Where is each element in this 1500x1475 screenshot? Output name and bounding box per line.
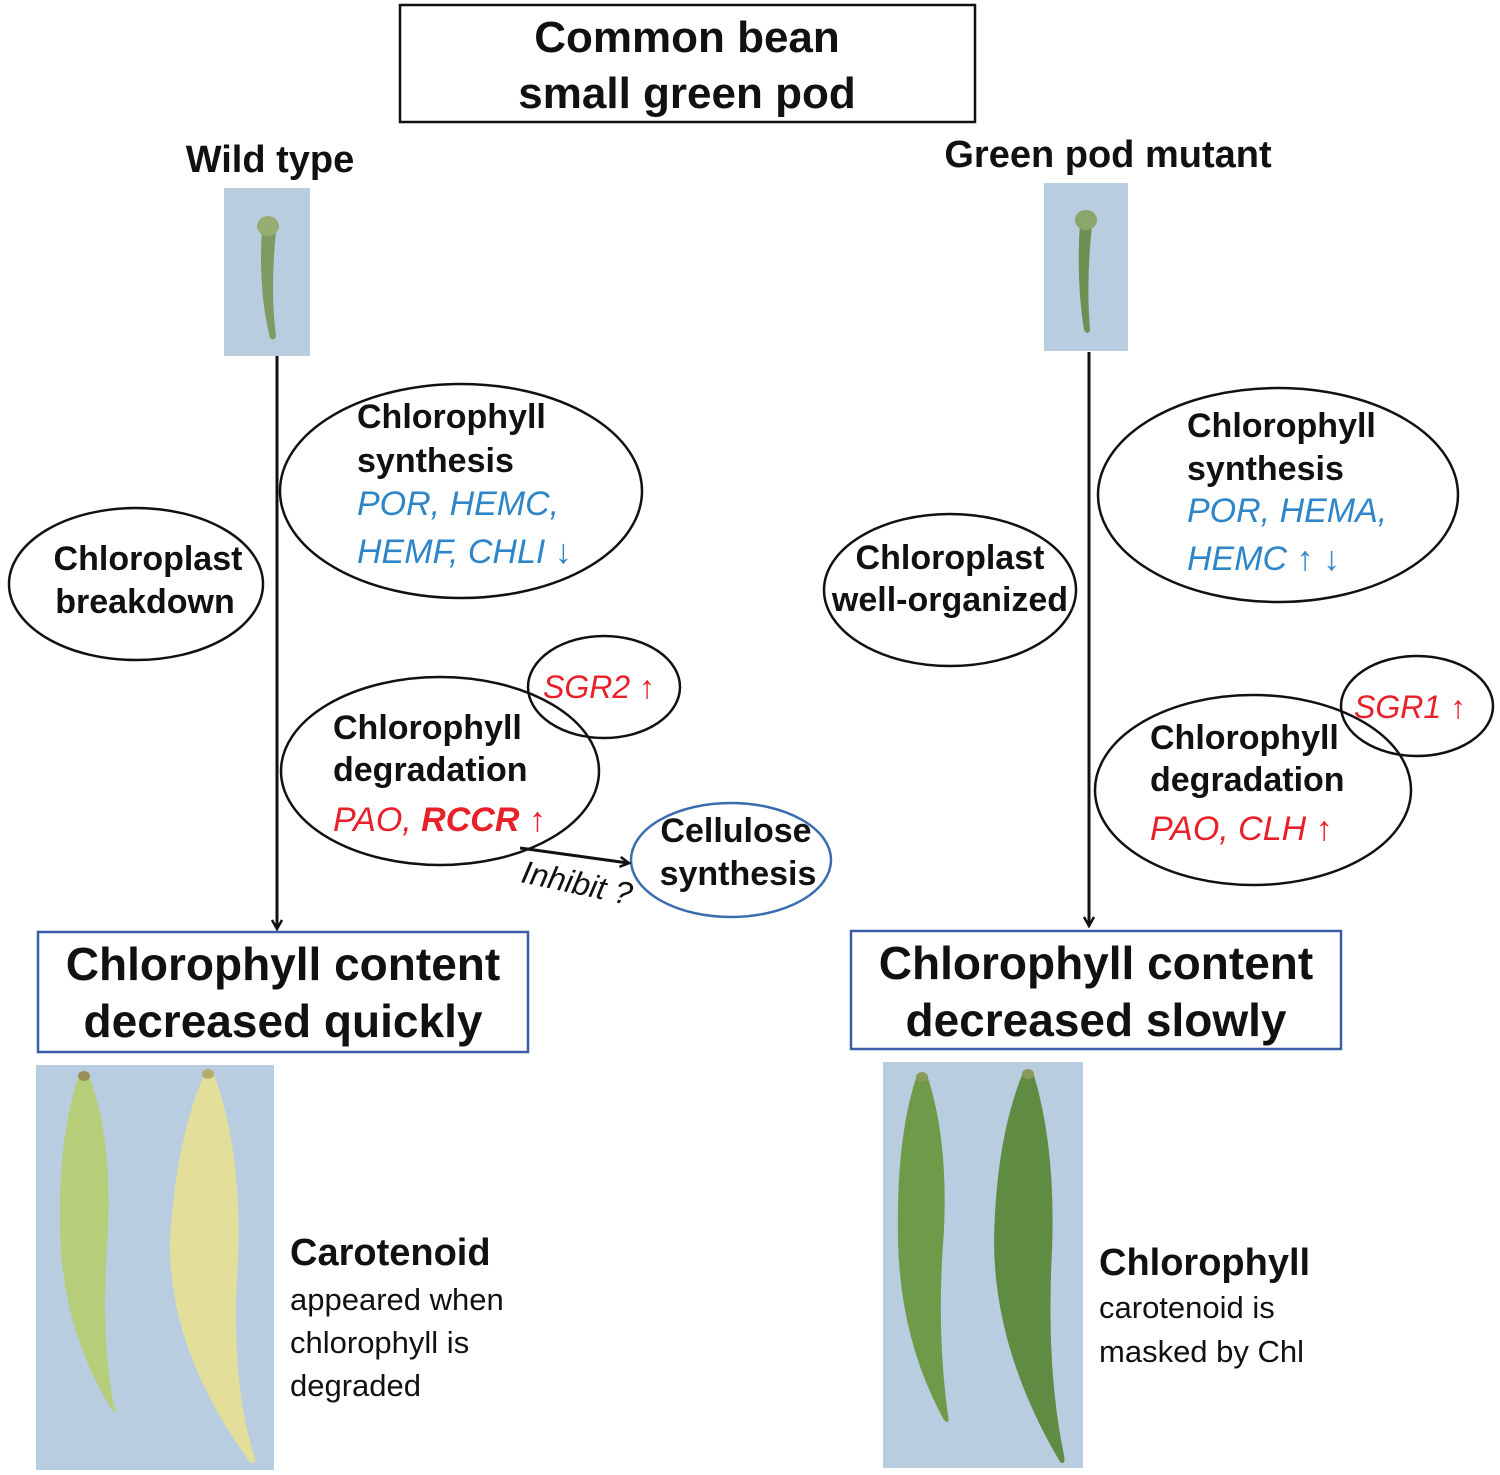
wild-synthesis-genes-2: HEMF, CHLI ↓ [357,533,572,571]
wild-pigment-line-1: appeared when [290,1282,504,1317]
mutant-synthesis-ellipse: Chlorophyll synthesis POR, HEMA, HEMC ↑ … [1096,386,1460,604]
mutant-large-pods-photo [883,1062,1083,1468]
wild-result-line-1: Chlorophyll content [66,938,500,990]
wild-large-pods-photo [36,1065,274,1470]
wild-degradation-line-1: Chlorophyll [333,709,522,747]
wild-chloroplast-line-1: Chloroplast [54,540,243,578]
mutant-synthesis-genes-2: HEMC ↑ ↓ [1187,540,1340,578]
wild-degradation-line-2: degradation [333,751,528,789]
mutant-heading: Green pod mutant [944,134,1272,176]
mutant-synthesis-line-1: Chlorophyll [1187,407,1376,445]
mutant-degradation-line-1: Chlorophyll [1150,719,1339,757]
wild-synthesis-genes-1: POR, HEMC, [357,485,559,523]
mutant-pigment-line-1: carotenoid is [1099,1290,1275,1325]
wild-chloroplast-ellipse: Chloroplast breakdown [7,506,265,662]
title-box: Common bean small green pod [398,3,977,124]
mutant-result-line-2: decreased slowly [906,994,1287,1046]
wild-pigment-title: Carotenoid [290,1232,491,1274]
wild-degradation-genes: PAO, RCCR ↑ [333,801,546,839]
inhibit-arrow [519,846,628,863]
mutant-result-line-1: Chlorophyll content [879,937,1313,989]
wild-chloroplast-line-2: breakdown [55,583,234,621]
cellulose-line-2: synthesis [660,855,817,893]
wild-sgr-label: SGR2 ↑ [543,669,655,705]
mutant-small-pod-photo [1044,183,1128,351]
mutant-chloroplast-line-1: Chloroplast [856,539,1045,577]
mutant-degradation-ellipse: Chlorophyll degradation PAO, CLH ↑ [1093,693,1413,887]
wild-synthesis-line-2: synthesis [357,442,514,480]
mutant-synthesis-genes-1: POR, HEMA, [1187,492,1387,530]
cellulose-ellipse: Cellulose synthesis [629,801,833,919]
wild-type-heading: Wild type [186,139,355,181]
wild-sgr-ellipse: SGR2 ↑ [526,634,682,740]
mutant-degradation-genes: PAO, CLH ↑ [1150,810,1333,848]
mutant-pigment-line-2: masked by Chl [1099,1334,1304,1369]
mutant-sgr-ellipse: SGR1 ↑ [1339,654,1495,758]
wild-gene-pao: PAO, [333,801,421,839]
wild-gene-rccr: RCCR [421,801,520,839]
wild-gene-arrow: ↑ [519,801,545,839]
wild-result-line-2: decreased quickly [84,995,483,1047]
mutant-pigment-title: Chlorophyll [1099,1242,1310,1284]
wild-small-pod-photo [224,188,310,356]
mutant-chloroplast-ellipse: Chloroplast well-organized [822,512,1078,668]
wild-synthesis-ellipse: Chlorophyll synthesis POR, HEMC, HEMF, C… [278,382,644,600]
cellulose-line-1: Cellulose [660,812,811,850]
mutant-synthesis-line-2: synthesis [1187,450,1344,488]
wild-degradation-ellipse: Chlorophyll degradation PAO, RCCR ↑ [279,675,601,867]
wild-synthesis-line-1: Chlorophyll [357,398,546,436]
title-line-2: small green pod [518,69,855,118]
mutant-sgr-label: SGR1 ↑ [1354,689,1466,725]
wild-pigment-line-3: degraded [290,1368,421,1403]
title-line-1: Common bean [534,13,840,62]
wild-result-box: Chlorophyll content decreased quickly [36,930,530,1054]
mutant-chloroplast-line-2: well-organized [831,581,1068,619]
wild-pigment-line-2: chlorophyll is [290,1325,469,1360]
mutant-degradation-line-2: degradation [1150,761,1345,799]
mutant-result-box: Chlorophyll content decreased slowly [849,929,1343,1051]
